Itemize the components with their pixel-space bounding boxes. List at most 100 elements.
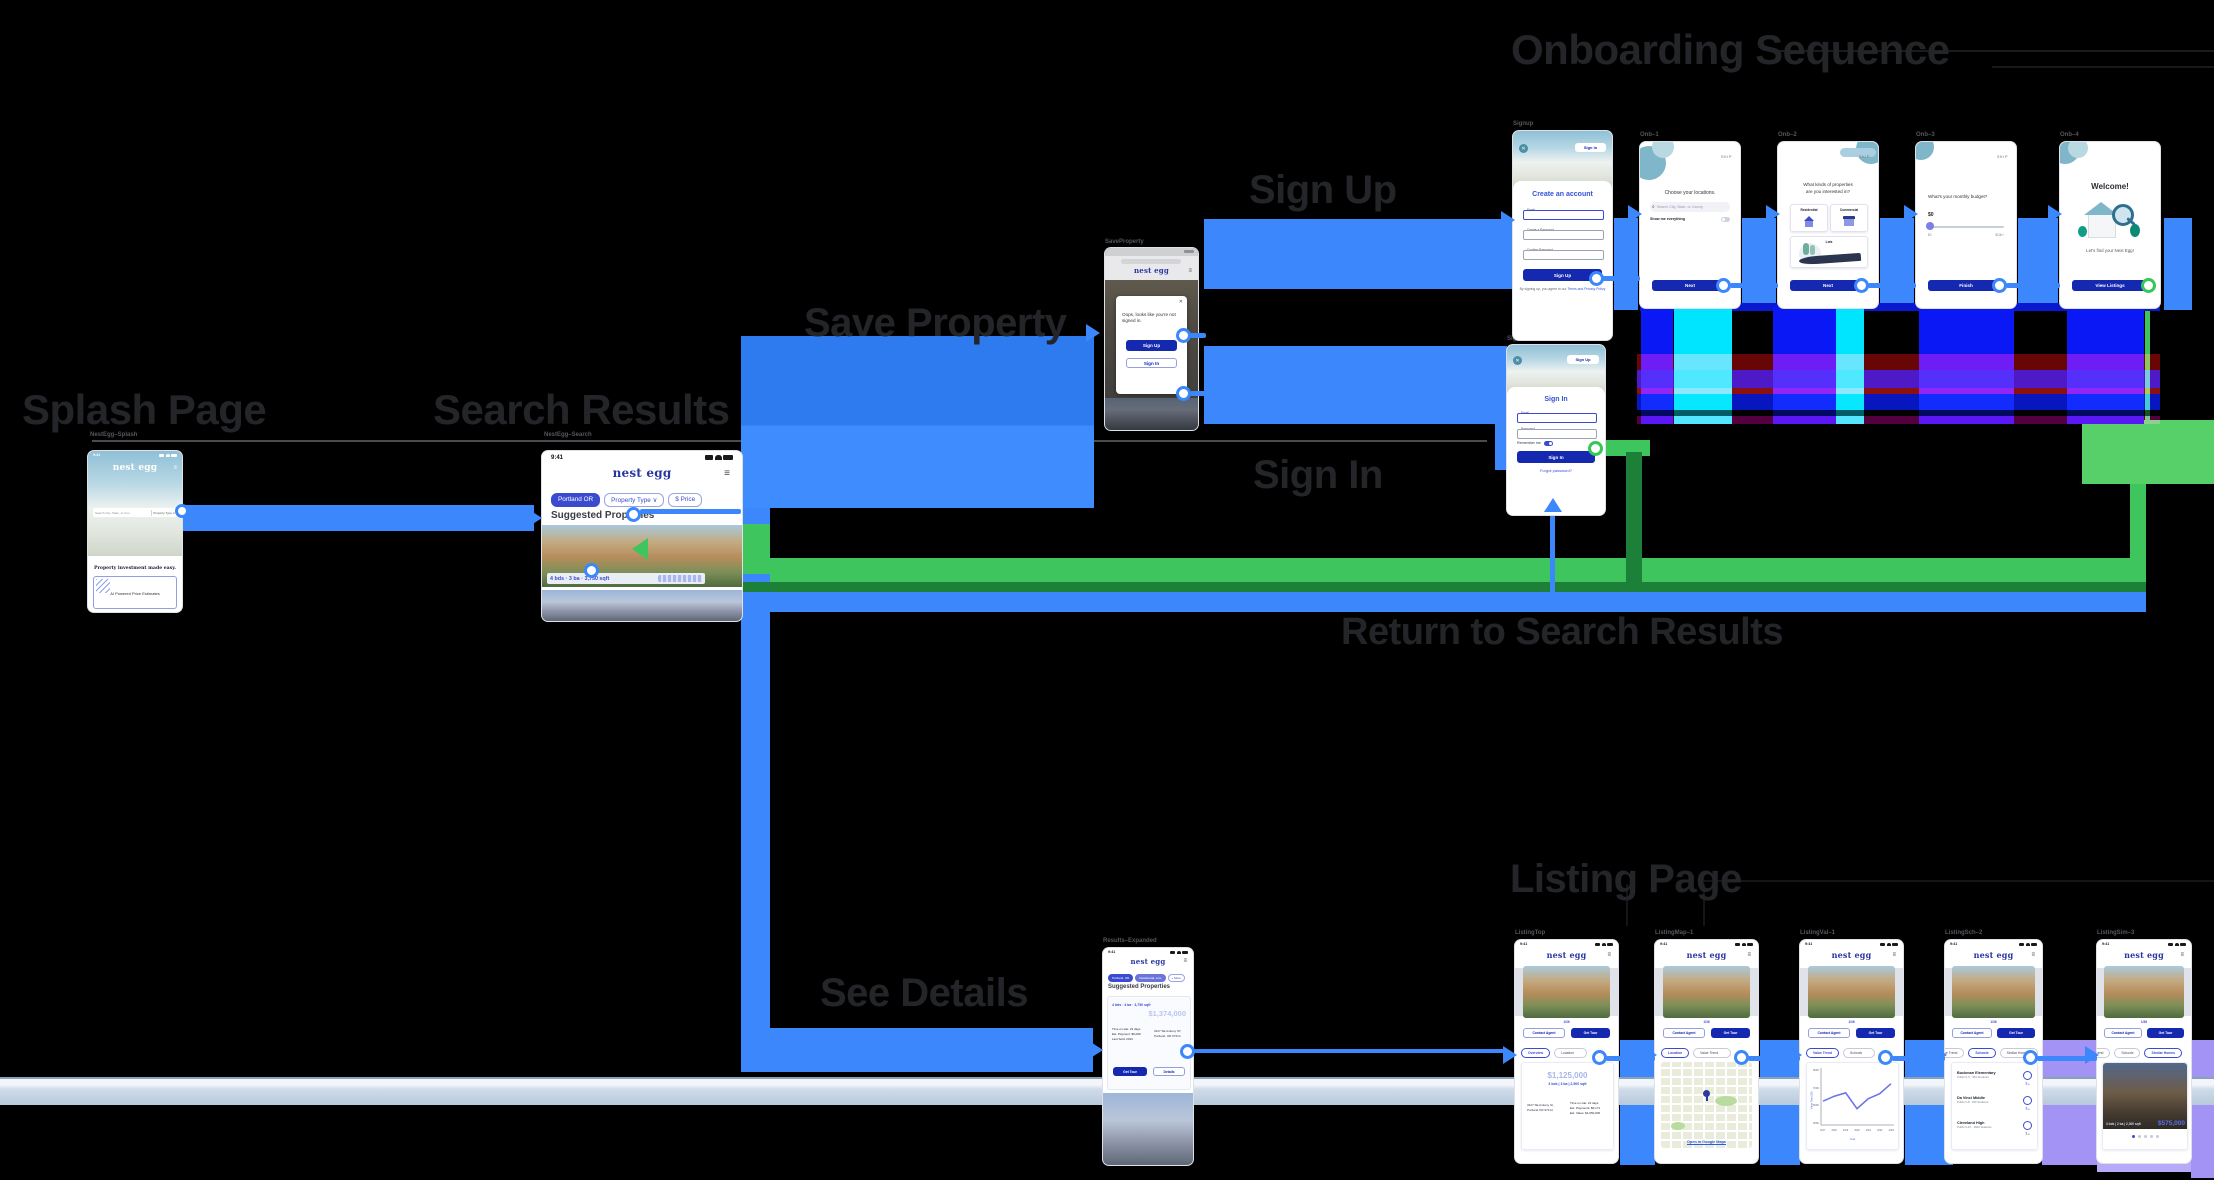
- chip-property-type[interactable]: Property Type ∨: [604, 493, 665, 507]
- chip-more[interactable]: + More: [1167, 974, 1185, 982]
- next-button[interactable]: Next: [1790, 280, 1866, 291]
- battery-icon: [2031, 942, 2037, 946]
- contact-agent-button[interactable]: Contact Agent: [1808, 1028, 1850, 1038]
- property-type-select[interactable]: Property Type ∨: [153, 510, 175, 515]
- tab-value-trend[interactable]: Value Trend: [1806, 1048, 1840, 1058]
- tab-value-trend[interactable]: ue Trend: [1945, 1048, 1965, 1058]
- chip-types[interactable]: Residential, Lots: [1135, 974, 1166, 982]
- get-tour-button[interactable]: Get Tour: [1113, 1067, 1147, 1076]
- url-pill[interactable]: [1121, 259, 1181, 264]
- contact-agent-button[interactable]: Contact Agent: [1663, 1028, 1705, 1038]
- close-icon[interactable]: ✕: [1178, 299, 1183, 305]
- goto-signup-button[interactable]: Sign Up: [1567, 355, 1599, 364]
- menu-icon[interactable]: ≡: [2180, 952, 2184, 958]
- modal-signup-button[interactable]: Sign Up: [1126, 340, 1177, 351]
- wifi-icon: [1176, 950, 1181, 954]
- menu-icon[interactable]: ≡: [173, 465, 177, 471]
- signin-button[interactable]: Sign In: [1517, 451, 1595, 463]
- school-row[interactable]: Da Vinci Middle Public 6-8 · 459 Student…: [1957, 1096, 2032, 1111]
- location-map[interactable]: Open in Google Maps: [1661, 1062, 1752, 1148]
- terms-link[interactable]: Terms and Privacy Policy: [1567, 287, 1606, 291]
- tab-schools[interactable]: Schools: [2114, 1048, 2141, 1058]
- school-row[interactable]: Buckman Elementary Public K-5 · 481 Stud…: [1957, 1071, 2032, 1086]
- skip-link[interactable]: SKIP: [1720, 154, 1732, 159]
- password-field[interactable]: [1517, 429, 1597, 439]
- skip-link[interactable]: SKIP: [1996, 154, 2008, 159]
- tab-value-trend[interactable]: ue Trend: [2097, 1048, 2111, 1058]
- expanded-card[interactable]: 4 bds · 4 ba · 3,750 sqft $1,374,000 Tim…: [1107, 996, 1191, 1090]
- card-lots[interactable]: Lots: [1790, 236, 1868, 268]
- carousel-counter: 1/36: [2140, 1020, 2148, 1024]
- open-maps-link[interactable]: Open in Google Maps: [1686, 1140, 1727, 1144]
- contact-agent-button[interactable]: Contact Agent: [2104, 1028, 2142, 1038]
- splash-feature-card[interactable]: AI Powered Price Estimates: [93, 576, 177, 609]
- listing-photo[interactable]: [1663, 966, 1750, 1018]
- get-tour-button[interactable]: Get Tour: [1571, 1028, 1610, 1038]
- card-commercial[interactable]: Commercial: [1830, 204, 1868, 232]
- listing-photo[interactable]: [1523, 966, 1610, 1018]
- tab-similar-homes[interactable]: Similar Home: [1999, 1048, 2038, 1058]
- everything-toggle[interactable]: [1721, 217, 1730, 222]
- tab-location[interactable]: Location: [1554, 1048, 1587, 1058]
- confirm-password-field[interactable]: [1523, 250, 1604, 260]
- chip-location[interactable]: Portland OR: [551, 493, 601, 507]
- nest-egg-logo: nest egg: [1686, 950, 1727, 960]
- goto-signin-button[interactable]: Sign In: [1575, 143, 1606, 152]
- status-time: 9:41: [2102, 942, 2110, 946]
- get-tour-button[interactable]: Get Tour: [2147, 1028, 2184, 1038]
- chip-price[interactable]: $ Price: [668, 493, 703, 507]
- window-controls[interactable]: [1184, 250, 1194, 253]
- details-button[interactable]: Details: [1153, 1067, 1185, 1076]
- tab-overview[interactable]: Overview: [1521, 1048, 1551, 1058]
- menu-icon[interactable]: ≡: [724, 468, 730, 479]
- carousel-dots[interactable]: [2103, 1135, 2187, 1138]
- skip-link[interactable]: SKIP: [1858, 154, 1870, 159]
- next-property-photo[interactable]: [1103, 1093, 1193, 1165]
- menu-icon[interactable]: ≡: [1747, 952, 1751, 958]
- search-input[interactable]: Search City, State, or Cou: [95, 510, 130, 515]
- listing-photo[interactable]: [1808, 966, 1895, 1018]
- email-field[interactable]: [1517, 413, 1597, 423]
- location-search-box[interactable]: ⌕ Search City, State, or County: [1650, 202, 1730, 212]
- modal-signin-button[interactable]: Sign In: [1126, 358, 1177, 368]
- tab-location[interactable]: Location: [1661, 1048, 1690, 1058]
- nest-egg-logo: nest egg: [1130, 957, 1166, 966]
- finish-button[interactable]: Finish: [1928, 280, 2004, 291]
- contact-agent-button[interactable]: Contact Agent: [1952, 1028, 1992, 1038]
- similar-card[interactable]: 3 bds | 2 ba | 2,300 sqft $575,000: [2102, 1062, 2188, 1150]
- get-tour-button[interactable]: Get Tour: [1856, 1028, 1895, 1038]
- listing-photo[interactable]: [1952, 966, 2035, 1018]
- carousel-counter: 1/36: [1563, 1020, 1570, 1024]
- remember-toggle[interactable]: [1543, 441, 1553, 446]
- card-residential[interactable]: Residential: [1790, 204, 1828, 232]
- tab-schools[interactable]: Schools: [1968, 1048, 1996, 1058]
- menu-icon[interactable]: ≡: [1188, 268, 1192, 274]
- close-icon[interactable]: ✕: [1513, 356, 1522, 365]
- splash-search-bar[interactable]: Search City, State, or Cou Property Type…: [93, 508, 177, 517]
- property-card-photo[interactable]: [542, 590, 742, 621]
- contact-agent-button[interactable]: Contact Agent: [1523, 1028, 1565, 1038]
- tab-schools[interactable]: Schools: [1843, 1048, 1876, 1058]
- forgot-password-link[interactable]: Forgot password?: [1539, 468, 1572, 473]
- tab-value-trend[interactable]: Value Trend: [1693, 1048, 1732, 1058]
- menu-icon[interactable]: ≡: [2031, 952, 2035, 958]
- budget-slider-knob[interactable]: [1926, 222, 1934, 230]
- get-tour-button[interactable]: Get Tour: [1997, 1028, 2035, 1038]
- signup-button[interactable]: Sign Up: [1523, 269, 1602, 281]
- chip-location[interactable]: Portland, OR: [1108, 974, 1134, 982]
- get-tour-button[interactable]: Get Tour: [1711, 1028, 1750, 1038]
- budget-slider-track[interactable]: [1928, 226, 2004, 228]
- next-button[interactable]: Next: [1652, 280, 1728, 291]
- listing-photo[interactable]: [2104, 966, 2184, 1018]
- email-field[interactable]: [1523, 210, 1604, 220]
- school-row[interactable]: Cleveland High Public 9-12 · 1600 Studen…: [1957, 1121, 2032, 1136]
- card-price: $1,374,000: [1148, 1009, 1186, 1018]
- tab-similar-homes[interactable]: Similar Homes: [2144, 1048, 2183, 1058]
- password-field[interactable]: [1523, 230, 1604, 240]
- menu-icon[interactable]: ≡: [1607, 952, 1611, 958]
- view-listings-button[interactable]: View Listings: [2072, 280, 2148, 291]
- menu-icon[interactable]: ≡: [1183, 958, 1187, 964]
- menu-icon[interactable]: ≡: [1892, 952, 1896, 958]
- close-icon[interactable]: ✕: [1519, 144, 1528, 153]
